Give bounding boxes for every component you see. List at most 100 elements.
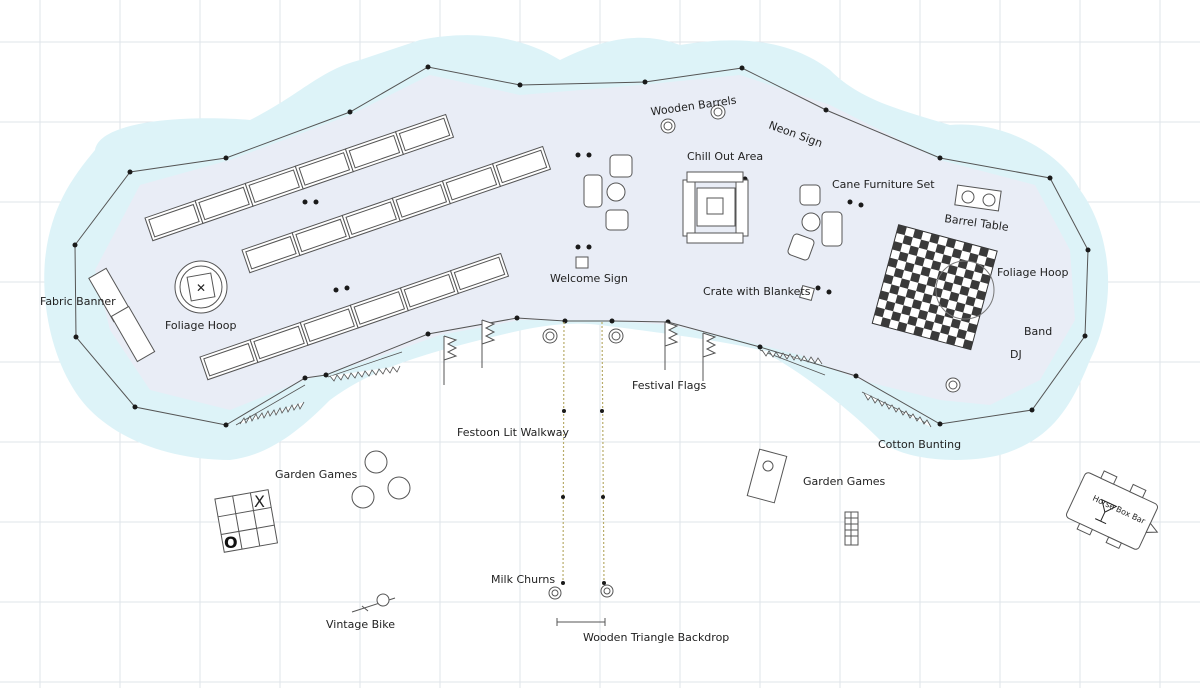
dance-floor-tile xyxy=(938,297,949,309)
dance-floor-tile xyxy=(962,242,973,253)
tent-post xyxy=(1082,333,1088,339)
barrel-table xyxy=(954,184,1002,212)
garden-games-right xyxy=(746,448,859,546)
label-crate-with-blankets: Crate with Blankets xyxy=(703,285,811,298)
dance-floor-tile xyxy=(978,246,989,258)
dance-floor-tile xyxy=(936,270,948,282)
tent-post xyxy=(127,169,133,175)
label-festival-flags: Festival Flags xyxy=(632,379,707,392)
tent-post xyxy=(853,373,859,379)
dance-floor-tile xyxy=(890,311,902,322)
dance-floor-tile xyxy=(916,282,927,294)
festoon-walkway xyxy=(561,321,606,586)
tent-post xyxy=(937,155,943,161)
festival-flags xyxy=(443,319,717,385)
dance-floor-tile xyxy=(950,318,961,329)
tent-post xyxy=(826,289,832,295)
dance-floor-tile xyxy=(945,237,957,249)
tent-post xyxy=(1029,407,1035,413)
label-festoon-lit-walkway: Festoon Lit Walkway xyxy=(457,426,570,439)
tent-post xyxy=(302,375,308,381)
chill-out-furniture xyxy=(583,154,843,261)
label-cotton-bunting: Cotton Bunting xyxy=(878,438,961,451)
wooden-barrels xyxy=(660,104,726,134)
dance-floor-tile xyxy=(917,309,929,321)
tent-post xyxy=(347,109,353,115)
wooden-triangle-backdrop xyxy=(556,618,606,626)
table-top xyxy=(345,201,397,236)
label-wooden-triangle-backdrop: Wooden Triangle Backdrop xyxy=(583,631,729,644)
dance-floor-tile xyxy=(907,315,918,327)
table-top xyxy=(453,256,506,291)
tent-post xyxy=(73,334,79,340)
label-garden-games-left: Garden Games xyxy=(275,468,358,481)
tent-post xyxy=(823,107,829,113)
table-top xyxy=(148,203,200,238)
label-dj: DJ xyxy=(1010,348,1022,361)
horse-box-bar xyxy=(1065,470,1159,550)
tent-post xyxy=(858,202,864,208)
checkered-dance-floor xyxy=(871,224,998,351)
tent-post xyxy=(333,287,339,293)
dance-floor-tile xyxy=(887,257,899,269)
tent-posts xyxy=(72,64,1091,428)
label-foliage-hoop-right: Foliage Hoop xyxy=(997,266,1068,279)
label-garden-games-right: Garden Games xyxy=(803,475,886,488)
dance-floor-tile xyxy=(895,294,906,306)
dance-floor-tile xyxy=(946,334,957,346)
table-top xyxy=(198,186,250,221)
label-foliage-hoop-left: Foliage Hoop xyxy=(165,319,236,332)
dance-floor-tile xyxy=(962,339,973,350)
dance-floor-tile xyxy=(934,314,945,325)
dance-floor-tile xyxy=(963,269,975,280)
dance-floor-tile xyxy=(914,255,925,267)
tent-post xyxy=(739,65,745,71)
crate-with-blankets xyxy=(799,285,815,301)
table-top xyxy=(403,273,456,308)
dance-floor-tile xyxy=(878,290,890,301)
dance-floor-tile xyxy=(971,306,982,317)
dance-floor-tile xyxy=(918,239,930,250)
dance-floor-tile xyxy=(880,317,891,328)
dance-floor-tile xyxy=(965,296,976,307)
tent-post xyxy=(132,404,138,410)
dance-floor-tile xyxy=(954,302,966,313)
tent-post xyxy=(642,79,648,85)
tent-post xyxy=(514,315,520,321)
table-row xyxy=(144,113,455,242)
dance-floor-tile xyxy=(956,328,967,340)
dance-floor-tile xyxy=(929,233,940,244)
tent-post xyxy=(562,318,568,324)
svg-text:✕: ✕ xyxy=(196,281,206,295)
tent-post xyxy=(344,285,350,291)
dance-floor-tile xyxy=(951,248,963,259)
dance-floor-tile xyxy=(947,264,958,276)
dance-floor-tile xyxy=(948,291,960,303)
label-welcome-sign: Welcome Sign xyxy=(550,272,628,285)
tent-post xyxy=(586,152,592,158)
tent-post xyxy=(1047,175,1053,181)
table-top xyxy=(298,152,351,186)
welcome-sign xyxy=(575,256,589,269)
table xyxy=(449,252,510,295)
game-o-mark: O xyxy=(224,533,238,552)
table-row xyxy=(241,145,552,274)
label-cane-furniture-set: Cane Furniture Set xyxy=(832,178,935,191)
dance-floor-tile xyxy=(898,251,909,263)
table-top xyxy=(248,169,300,204)
dance-floor-tile xyxy=(893,268,905,279)
tent-post xyxy=(575,152,581,158)
dance-floor-tile xyxy=(892,241,903,252)
table-top xyxy=(398,117,451,152)
dance-floor-tile xyxy=(980,273,991,285)
tent-post xyxy=(1085,247,1091,253)
dance-floor-tile xyxy=(969,279,981,291)
dance-floor-tile xyxy=(926,276,937,288)
dance-floor-tile xyxy=(953,275,964,286)
tent-post xyxy=(223,422,229,428)
cotton-bunting xyxy=(235,349,932,428)
dance-floor-tile xyxy=(959,285,970,297)
fabric-banner xyxy=(88,267,156,363)
dance-floor-tile xyxy=(913,326,924,337)
